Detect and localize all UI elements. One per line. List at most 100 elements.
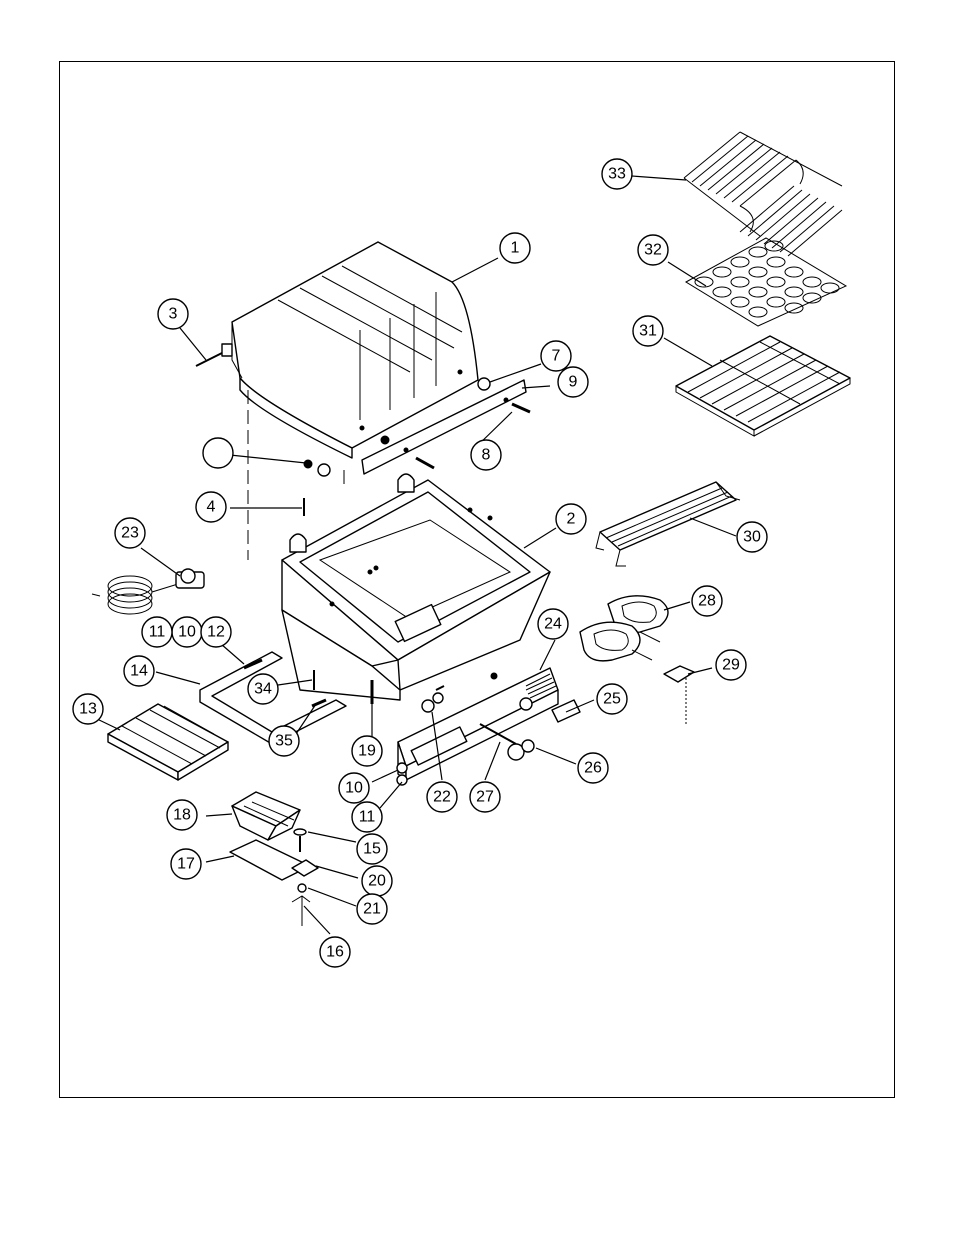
callout-label: 15 xyxy=(363,841,381,858)
callout-10b: 10 xyxy=(338,772,370,804)
callout-33: 33 xyxy=(601,158,633,190)
part-briquettes xyxy=(685,237,848,327)
callout-21: 21 xyxy=(356,893,388,925)
callout-label: 35 xyxy=(275,733,293,750)
callout-label: 14 xyxy=(130,663,148,680)
callout-label: 23 xyxy=(121,525,139,542)
callout-4: 4 xyxy=(195,491,227,523)
callout-19: 19 xyxy=(351,735,383,767)
callout-label: 10 xyxy=(345,780,363,797)
part-rod xyxy=(479,723,517,745)
callout-31: 31 xyxy=(632,315,664,347)
callout-23: 23 xyxy=(114,517,146,549)
callout-29: 29 xyxy=(715,649,747,681)
callout-label: 12 xyxy=(207,624,225,641)
part-washer-21 xyxy=(297,883,307,893)
callout-28: 28 xyxy=(691,585,723,617)
callout-label: 31 xyxy=(639,323,657,340)
part-tray-holder xyxy=(229,839,311,881)
part-spacer-7 xyxy=(477,377,491,391)
callout-22: 22 xyxy=(426,781,458,813)
leader-lines xyxy=(94,175,737,935)
part-knob xyxy=(507,739,535,761)
callout-9: 9 xyxy=(557,366,589,398)
callout-label: 28 xyxy=(698,593,716,610)
callout-label: 7 xyxy=(552,348,561,365)
callout-25: 25 xyxy=(596,683,628,715)
callout-label: 29 xyxy=(722,657,740,674)
part-lid xyxy=(231,241,479,459)
part-control-panel xyxy=(397,667,559,781)
callout-7: 7 xyxy=(540,340,572,372)
callout-11b: 11 xyxy=(351,801,383,833)
callout-32: 32 xyxy=(637,234,669,266)
callout-label: 32 xyxy=(644,242,662,259)
callout-label: 9 xyxy=(569,374,578,391)
callout-34: 34 xyxy=(247,673,279,705)
callout-label: 27 xyxy=(476,789,494,806)
part-shelf xyxy=(107,703,229,781)
callout-8: 8 xyxy=(470,439,502,471)
callout-10a: 10 xyxy=(171,616,203,648)
callout-label: 30 xyxy=(743,529,761,546)
callout-15: 15 xyxy=(356,833,388,865)
callout-13: 13 xyxy=(72,693,104,725)
callout-label: 10 xyxy=(178,624,196,641)
callout-label: 3 xyxy=(169,306,178,323)
part-bolt-8 xyxy=(415,402,531,470)
part-warming-rack xyxy=(683,131,843,257)
callout-30: 30 xyxy=(736,521,768,553)
part-cooking-grate xyxy=(675,335,851,437)
callout-blank xyxy=(202,437,234,469)
callout-17: 17 xyxy=(170,848,202,880)
callout-14: 14 xyxy=(123,655,155,687)
callout-1: 1 xyxy=(499,232,531,264)
callout-label: 20 xyxy=(368,873,386,890)
part-heat-shield xyxy=(595,481,741,567)
callout-label: 13 xyxy=(79,701,97,718)
part-grease-tray xyxy=(231,791,301,841)
part-igniter xyxy=(551,699,581,723)
part-screw-35 xyxy=(311,698,327,708)
part-bracket xyxy=(291,859,319,877)
part-nut-washer xyxy=(303,459,331,477)
part-bolt-15 xyxy=(293,828,307,852)
callout-35: 35 xyxy=(268,725,300,757)
callout-label: 22 xyxy=(433,789,451,806)
callout-label: 1 xyxy=(511,240,520,257)
callout-18: 18 xyxy=(166,799,198,831)
callout-3: 3 xyxy=(157,298,189,330)
callout-label: 26 xyxy=(584,760,602,777)
callout-12: 12 xyxy=(200,616,232,648)
part-wing-nut xyxy=(291,895,311,926)
callout-label: 25 xyxy=(603,691,621,708)
part-screw-3 xyxy=(195,343,233,367)
part-handle-bar xyxy=(361,379,527,475)
callout-label: 21 xyxy=(363,901,381,918)
part-nut-11 xyxy=(396,774,408,786)
callout-label: 16 xyxy=(326,944,344,961)
callout-label: 4 xyxy=(207,499,216,516)
part-electrode xyxy=(663,665,695,724)
alignment-lines xyxy=(247,390,345,560)
callout-label: 24 xyxy=(544,616,562,633)
callout-11a: 11 xyxy=(141,616,173,648)
callout-26: 26 xyxy=(577,752,609,784)
part-bolt-12 xyxy=(243,658,263,670)
callout-label: 33 xyxy=(608,166,626,183)
part-burner xyxy=(579,595,669,662)
part-valve xyxy=(421,685,445,713)
callout-label: 34 xyxy=(254,681,272,698)
callout-label: 8 xyxy=(482,447,491,464)
diagram-border xyxy=(59,61,895,1098)
callout-label: 18 xyxy=(173,807,191,824)
callout-label: 17 xyxy=(177,856,195,873)
part-firebox xyxy=(281,473,551,701)
callout-2: 2 xyxy=(555,503,587,535)
callout-16: 16 xyxy=(319,936,351,968)
part-washer-10 xyxy=(396,762,408,774)
callout-label: 11 xyxy=(149,624,166,641)
part-side-handle xyxy=(199,651,347,745)
callout-label: 19 xyxy=(358,743,376,760)
